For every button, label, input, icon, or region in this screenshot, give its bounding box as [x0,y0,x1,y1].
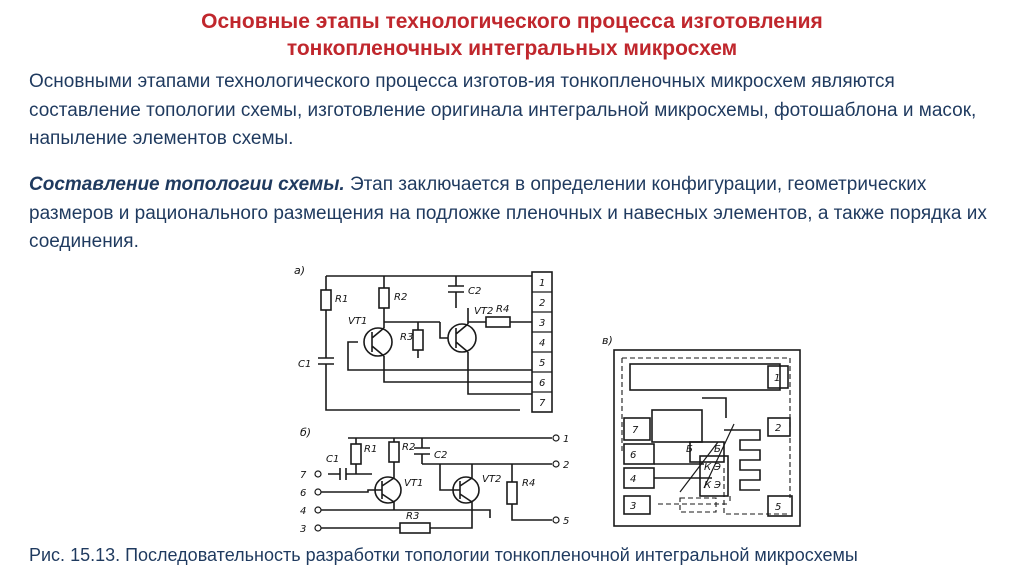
resistor-r3 [412,329,424,351]
svg-text:4: 4 [539,338,545,349]
schematic-panel-b: б) 1 R1 C1 R2 C2 VT1 2 VT2 R4 5 7 6 4 3 … [300,426,569,535]
svg-text:1: 1 [774,373,780,384]
transistor-vt1 [363,327,393,357]
svg-text:5: 5 [539,358,545,369]
topology-lead: Составление топологии схемы. [29,174,345,195]
resistor-r1-b [350,443,362,465]
svg-text:3: 3 [300,524,306,535]
svg-text:2: 2 [563,460,569,471]
svg-text:R1: R1 [335,294,348,305]
svg-text:R2: R2 [402,442,415,453]
title-line-2: тонкопленочных интегральных микросхем [286,37,738,60]
figure-caption: Рис. 15.13. Последовательность разработк… [29,545,858,565]
svg-text:Э: Э [713,462,721,473]
svg-text:6: 6 [300,488,306,499]
layout-panel-c: в) 1 7 2 6 4 3 5 Б Б К Э К Э [602,334,801,527]
schematic-panel-a: а) R1 C1 R2 VT1 R3 C2 VT2 R4 1 2 3 4 5 6… [294,264,553,413]
pad-5 [767,495,793,517]
svg-text:VT2: VT2 [482,474,501,485]
svg-text:R3: R3 [400,332,413,343]
svg-text:3: 3 [539,318,545,329]
resistor-r2 [378,287,390,309]
capacitor-c1-b [328,468,372,480]
svg-text:4: 4 [300,506,306,517]
svg-text:2: 2 [775,423,781,434]
slide-title: Основные этапы технологического процесса… [0,8,1024,62]
pad-2 [767,417,791,437]
topology-text: Этап заключается в определении конфигура… [29,174,987,252]
meander-resistor [724,429,761,491]
svg-text:C2: C2 [434,450,447,461]
capacitor-c1 [318,357,334,365]
resistor-r3-b [506,481,518,505]
svg-text:3: 3 [630,501,636,512]
title-line-1: Основные этапы технологического процесса… [201,10,823,33]
panel-b-label: б) [300,426,311,439]
connector-strip [531,271,553,413]
svg-text:К: К [704,462,712,473]
resistor-r2-b [388,441,400,463]
intro-paragraph: Основными этапами технологического проце… [29,71,977,149]
pad-3 [623,495,651,515]
svg-text:1: 1 [539,278,545,289]
resistor-r4 [485,316,511,328]
svg-text:R3: R3 [406,511,419,522]
svg-text:7: 7 [300,470,307,481]
svg-text:Э: Э [713,480,721,491]
svg-text:C1: C1 [326,454,339,465]
resistor-r4-b [399,522,431,534]
pad-4 [623,467,655,489]
transistor-block [699,455,729,497]
substrate-outline [613,349,801,527]
panel-a-label: а) [294,264,305,277]
svg-text:6: 6 [630,450,636,461]
svg-text:1: 1 [563,434,569,445]
svg-text:Б: Б [686,444,693,455]
svg-text:R1: R1 [364,444,377,455]
capacitor-c2 [448,276,464,308]
svg-text:VT2: VT2 [474,306,493,317]
topology-paragraph: Составление топологии схемы. Этап заключ… [29,171,1004,257]
pad-7 [623,417,651,441]
svg-text:5: 5 [563,516,569,527]
svg-text:6: 6 [539,378,545,389]
svg-text:2: 2 [539,298,545,309]
resistor-r1 [320,289,332,311]
svg-text:5: 5 [775,502,781,513]
svg-text:VT1: VT1 [348,316,367,327]
svg-text:Б: Б [714,444,721,455]
svg-text:К: К [704,480,712,491]
svg-text:VT1: VT1 [404,478,423,489]
svg-text:4: 4 [630,474,636,485]
svg-text:R2: R2 [394,292,407,303]
svg-text:C2: C2 [468,286,481,297]
pad-1 [767,365,789,389]
svg-text:7: 7 [632,425,639,436]
svg-text:C1: C1 [298,359,311,370]
svg-text:R4: R4 [522,478,535,489]
svg-text:7: 7 [539,398,546,409]
pad-6 [623,443,655,465]
capacitor-c2-b [414,438,430,464]
panel-c-label: в) [602,334,613,347]
svg-text:R4: R4 [496,304,509,315]
